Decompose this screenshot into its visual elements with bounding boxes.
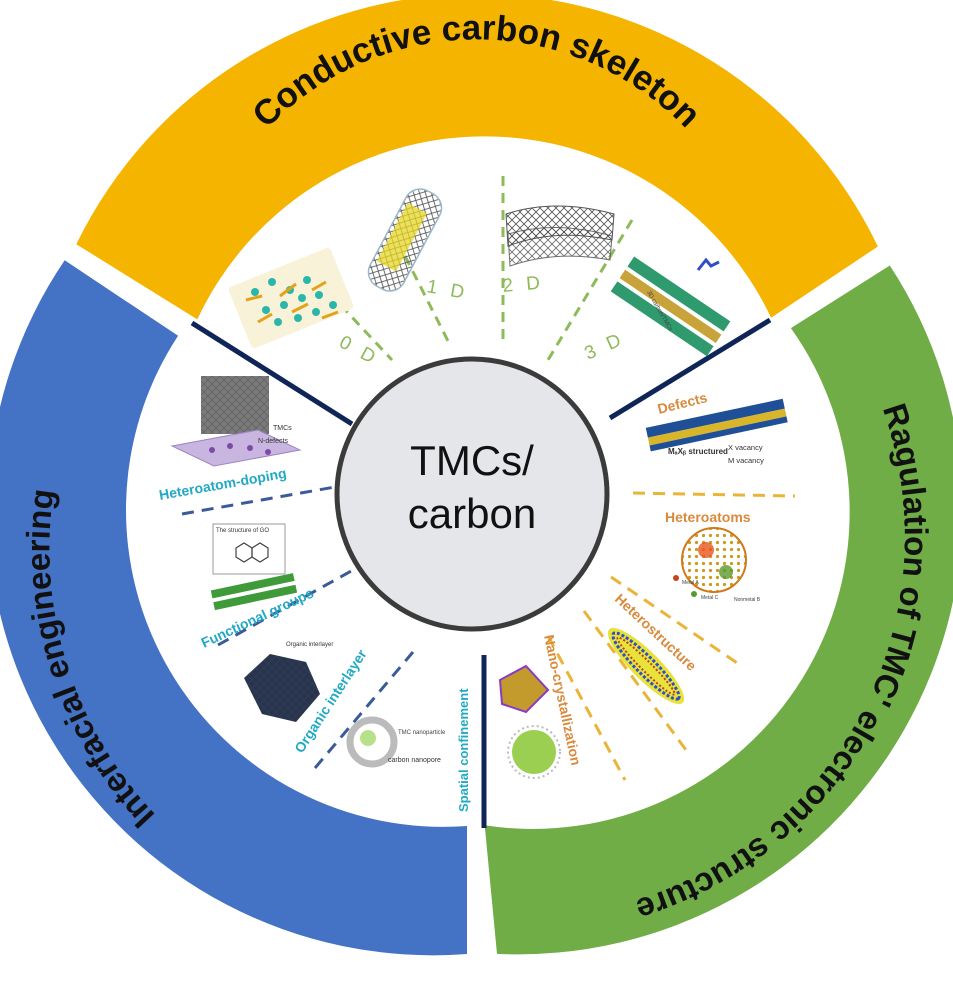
metal-c-label: Metal C [701,595,719,601]
organic-interlayer-illustration: Organic interlayer [244,642,333,722]
organic-interlayer-small-label: Organic interlayer [286,642,333,648]
go-structure-label: The structure of GO [216,528,269,534]
mx-structured-label: MₐXᵦ structured [668,447,728,456]
metal-a-label: Metal A [682,580,699,586]
right-label-heteroatoms: Heteroatoms [665,509,751,525]
tmcs-small-label: TMCs [273,425,292,432]
center-line-2: carbon [408,490,536,537]
two-d-illustration [505,205,615,267]
x-vacancy-label: X vacancy [728,443,763,452]
segment-right-band [484,265,953,955]
segment-top-band [76,0,878,320]
n-defects-label: N-defects [258,438,288,445]
divider-top-right [608,317,772,421]
heterostructure-illustration [607,627,685,705]
carbon-nanopore-label: carbon nanopore [388,757,441,764]
center-line-1: TMCs/ [410,437,534,484]
m-vacancy-label: M vacancy [728,456,764,465]
zero-d-illustration [228,248,354,348]
one-d-illustration [367,188,443,292]
segment-left-band [0,260,467,956]
nano-crystallization-illustration [498,664,561,779]
defects-illustration: X vacancy M vacancy MₐXᵦ structured [645,398,788,465]
functional-groups-illustration: The structure of GO [210,523,298,611]
divider-top-left [190,320,354,427]
tmc-nanoparticle-label: TMC nanoparticle [398,730,446,736]
heteroatoms-illustration: Metal A Metal C Nonmetal B [673,527,761,603]
heteroatom-doping-illustration: TMCs N-defects [170,376,302,467]
dim-label-2d: 2 D [502,272,545,297]
center-circle [334,356,610,632]
left-label-spatial-confinement: Spatial confinement [456,688,471,812]
spatial-confinement-illustration: TMC nanoparticle carbon nanopore [346,716,446,768]
left-separators [181,485,415,769]
right-separators [546,491,796,781]
nonmetal-b-label: Nonmetal B [734,597,761,603]
three-d-illustration: 3D carbon/TMCs [610,256,731,357]
